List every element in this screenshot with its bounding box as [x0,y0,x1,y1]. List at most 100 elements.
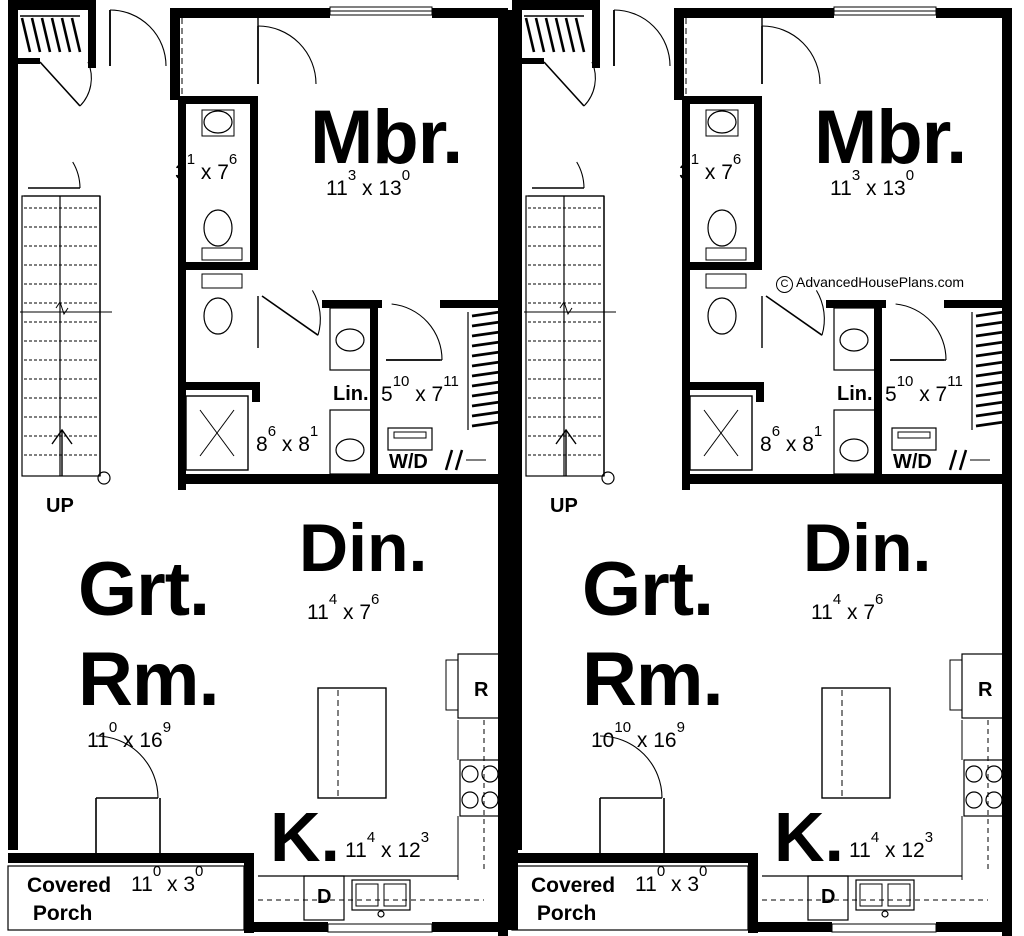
shelf-mark [444,449,454,471]
dim-length-in: 0 [401,167,411,184]
shelf-mark [948,449,958,471]
sink-icon [203,110,233,134]
sink-icon [707,110,737,134]
closet-bottom-wall [522,58,544,64]
great-room-label-1: Grt. [582,547,714,632]
top-wall-right [936,8,1011,18]
closet-hanger [975,370,1005,378]
washer-dryer-icon [387,427,433,451]
top-wall-mid [170,8,330,18]
dim-width-ft: 8 [256,433,268,456]
bottom-wall-left [250,922,328,932]
hanger-rod-hanger [554,17,566,53]
burner-icon [985,765,1003,783]
toilet-tank-2 [201,273,243,289]
shower-drain-x [199,409,235,457]
bath2-dimensions: 86 x 81 [760,423,823,456]
shower-side-wall [252,382,260,402]
bath1-right-wall [754,96,762,266]
dim-width-in: 4 [870,829,880,846]
sink-icon [335,438,365,462]
closet-hanger [471,400,501,408]
washer-dryer-icon [891,427,937,451]
dim-width-ft: 3 [175,161,187,184]
kitchen-label: K. [774,798,844,876]
mid-horizontal-wall [684,474,1004,484]
closet-hanger [471,380,501,388]
range-icon [459,759,501,817]
closet-door-leaf [543,61,585,107]
dim-width-in: 6 [267,423,277,440]
closet-left-wall [874,300,882,480]
burner-icon [481,765,499,783]
dim-width-ft: 11 [307,601,329,624]
walkin-closet-door-swing [895,303,947,361]
dim-width-ft: 10 [591,729,615,752]
closet-hanger [975,350,1005,358]
mbr-closet-door-swing [761,25,821,85]
bath2-door-swing [815,290,825,336]
sink-basin [887,883,911,907]
toilet-icon [707,297,737,335]
stair-up-label: UP [550,495,578,517]
sink-basin [383,883,407,907]
shelf-mark [454,449,464,471]
closet-hanger [975,320,1005,328]
bath1-dimensions: 31 x 76 [175,151,238,184]
closet-hanger [975,380,1005,388]
dining-label: Din. [803,510,932,586]
dim-length-in: 1 [813,423,823,440]
toilet-tank [705,247,747,261]
closet-door-swing [583,61,596,107]
top-wall-left [8,0,96,10]
great-room-label-2: Rm. [582,637,724,722]
great-room-dimensions: 110 x 169 [87,719,172,752]
washer-control [393,431,427,439]
stair-outline [21,195,101,477]
washer-dryer-label: W/D [893,451,932,473]
faucet-icon [377,910,385,918]
vanity-bottom-sink [329,409,375,475]
upper-interior-wall [170,10,180,100]
sink-basin [355,883,379,907]
closet-hanger [471,330,501,338]
top-wall-right [432,8,507,18]
shower-icon [689,395,753,471]
porch-dimensions: 110 x 30 [131,863,204,896]
shower-top-wall [180,382,260,390]
shelf-mark [958,449,968,471]
bath1-right-wall [250,96,258,266]
sink-icon [335,328,365,352]
closet-hanger [975,340,1005,348]
walkin-closet-door-swing [391,303,443,361]
dishwasher-label: D [821,886,836,908]
dim-width-ft: 5 [381,383,393,406]
dim-width-in: 10 [614,719,632,736]
upper-interior-wall [674,10,684,100]
hanger-rod-hanger [60,17,72,53]
dim-width-ft: 3 [679,161,691,184]
great-room-label-2: Rm. [78,637,220,722]
kitchen-dimensions: 114 x 123 [849,829,934,862]
burner-icon [461,765,479,783]
burner-icon [461,791,479,809]
closet-dimensions: 510 x 711 [381,373,459,406]
hanger-rod-hanger [20,17,32,53]
dim-width-ft: 11 [811,601,833,624]
closet-left-wall [370,300,378,480]
top-wall-left [512,0,600,10]
mbr-dimensions: 113 x 130 [830,167,915,200]
mbr-label: Mbr. [310,95,463,180]
linen-label: Lin. [333,383,369,405]
watermark-text: AdvancedHousePlans.com [796,274,965,290]
toilet-tank [201,247,243,261]
break-symbol [55,300,69,316]
dim-width-in: 6 [771,423,781,440]
mbr-dimensions: 113 x 130 [326,167,411,200]
kitchen-island [317,687,387,799]
newel-post [97,471,111,485]
dim-width-ft: 11 [830,177,852,200]
porch-label: Covered Porch [27,874,112,925]
shower-top-wall [684,382,764,390]
